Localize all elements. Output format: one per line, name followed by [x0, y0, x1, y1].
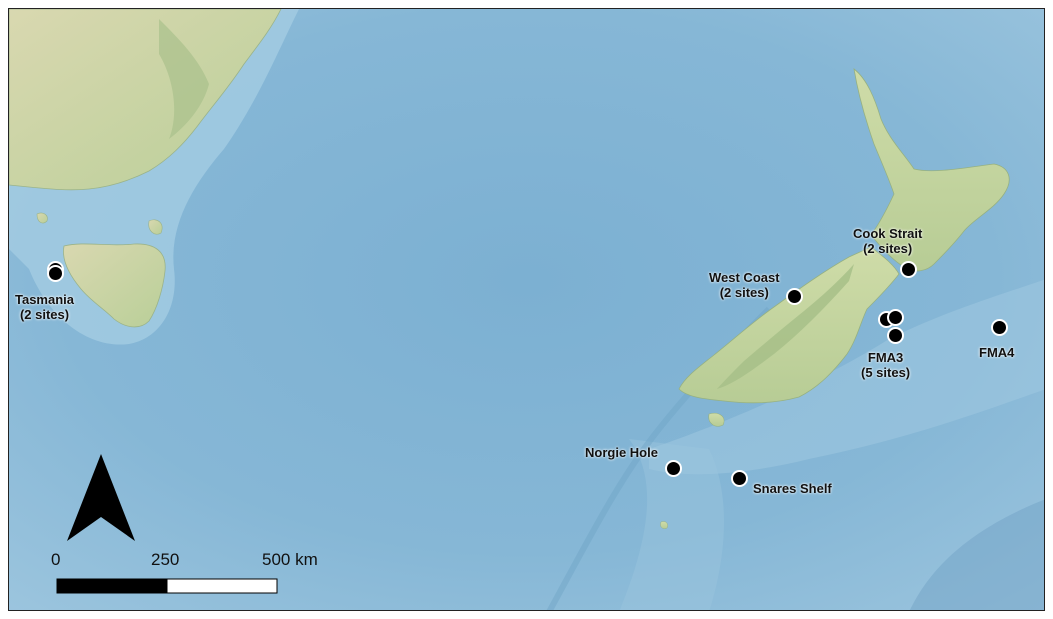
scale-bar-white-segment — [166, 578, 278, 594]
site-snares-shelf — [731, 470, 748, 487]
label-snares-shelf-line1: Snares Shelf — [753, 481, 832, 496]
site-fma3-3 — [887, 327, 904, 344]
label-fma3-line2: (5 sites) — [861, 365, 911, 380]
label-fma3: FMA3 (5 sites) — [861, 350, 910, 380]
label-tasmania: Tasmania (2 sites) — [15, 292, 74, 322]
label-cook-strait-line1: Cook Strait — [853, 226, 923, 241]
scale-bar — [56, 578, 278, 594]
label-norgie-hole: Norgie Hole — [585, 445, 658, 460]
flinders-island — [148, 219, 163, 235]
southern-alps — [717, 264, 854, 389]
site-fma3-2 — [887, 309, 904, 326]
scale-tick-500: 500 km — [262, 550, 318, 569]
king-island — [36, 212, 48, 224]
label-west-coast: West Coast (2 sites) — [709, 270, 780, 300]
australia-highlands — [159, 19, 209, 139]
shelf-campbell — [619, 439, 724, 610]
site-norgie-hole — [665, 460, 682, 477]
scale-bar-black-segment — [56, 578, 168, 594]
label-fma4-line1: FMA4 — [979, 345, 1015, 360]
label-west-coast-line2: (2 sites) — [719, 285, 769, 300]
stewart-island — [708, 412, 725, 427]
scale-tick-250: 250 — [151, 550, 180, 569]
label-snares-shelf: Snares Shelf — [753, 481, 832, 496]
label-norgie-hole-line1: Norgie Hole — [585, 445, 658, 460]
label-cook-strait: Cook Strait (2 sites) — [853, 226, 922, 256]
site-cook-strait-1 — [900, 261, 917, 278]
label-cook-strait-line2: (2 sites) — [863, 241, 913, 256]
tasmania-land — [63, 243, 166, 328]
auckland-islands — [660, 521, 668, 529]
map-canvas — [9, 9, 1044, 610]
site-fma4 — [991, 319, 1008, 336]
label-fma4: FMA4 — [979, 345, 1014, 360]
nz-north-island — [853, 68, 1010, 272]
scale-tick-0: 0 — [51, 550, 61, 569]
australia-mainland — [9, 9, 282, 191]
shelf-nz — [649, 279, 1044, 475]
site-west-coast-1 — [786, 288, 803, 305]
north-arrow-icon — [67, 454, 135, 541]
map-frame: Tasmania (2 sites) West Coast (2 sites) … — [8, 8, 1045, 611]
deep-southeast — [909, 499, 1044, 610]
site-tasmania-2 — [47, 265, 64, 282]
label-west-coast-line1: West Coast — [709, 270, 780, 285]
label-tasmania-line2: (2 sites) — [19, 307, 70, 322]
label-fma3-line1: FMA3 — [867, 350, 904, 365]
label-tasmania-line1: Tasmania — [15, 292, 75, 307]
